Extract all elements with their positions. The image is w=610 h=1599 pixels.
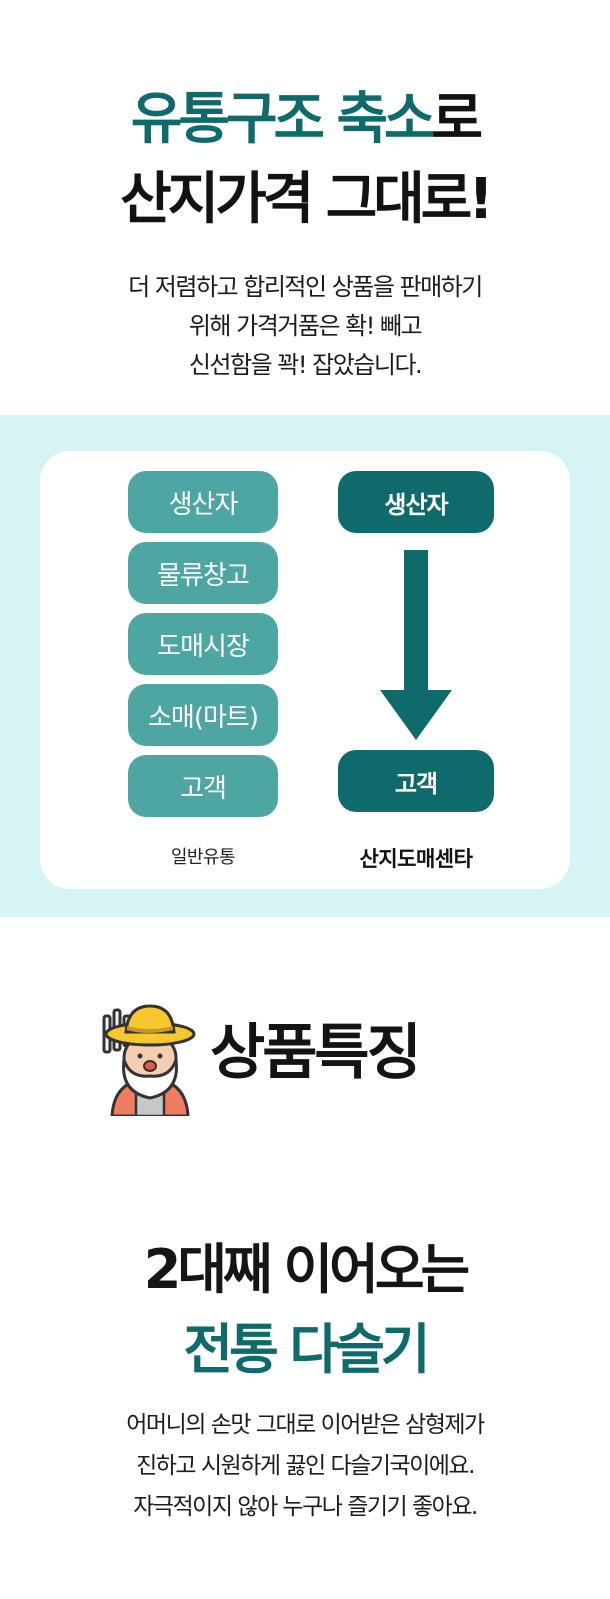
lead-paragraph: 더 저렴하고 합리적인 상품을 판매하기 위해 가격거품은 확! 빼고 신선함을… — [0, 268, 610, 385]
description-line: 어머니의 손맛 그대로 이어받은 삼형제가 — [126, 1412, 485, 1438]
product-description: 어머니의 손맛 그대로 이어받은 삼형제가 진하고 시원하게 끓인 다슬기국이에… — [0, 1405, 610, 1528]
hero-title-line2: 산지가격 그대로! — [120, 167, 494, 232]
hero-title-line1: 유통구조 축소로 — [0, 92, 610, 148]
general-step-producer: 생산자 — [128, 471, 278, 533]
description-line: 자극적이지 않아 누구나 즐기기 좋아요. — [133, 1494, 478, 1520]
general-distribution-caption: 일반유통 — [170, 847, 236, 868]
hero-title-highlight: 유통구조 축소 — [130, 87, 436, 152]
general-step-customer: 고객 — [128, 755, 278, 817]
direct-step-producer: 생산자 — [338, 471, 494, 533]
lead-line: 신선함을 꽉! 잡았습니다. — [188, 351, 423, 379]
down-arrow-icon — [380, 550, 452, 740]
hero-title-suffix: 로 — [431, 87, 483, 152]
feature-section-title: 상품특징 — [210, 1018, 422, 1088]
farmer-mascot-icon — [102, 1004, 196, 1116]
general-step-retail: 소매(마트) — [128, 684, 278, 746]
direct-distribution-caption: 산지도매센타 — [359, 847, 473, 871]
lead-line: 더 저렴하고 합리적인 상품을 판매하기 — [128, 273, 483, 301]
lead-line: 위해 가격거품은 확! 빼고 — [188, 312, 423, 340]
general-step-warehouse: 물류창고 — [128, 542, 278, 604]
product-heading-line2: 전통 다슬기 — [183, 1318, 430, 1381]
description-line: 진하고 시원하게 끓인 다슬기국이에요. — [136, 1453, 475, 1479]
general-step-wholesale: 도매시장 — [128, 613, 278, 675]
direct-step-customer: 고객 — [338, 750, 494, 812]
product-heading-line1: 2대째 이어오는 — [143, 1238, 470, 1301]
